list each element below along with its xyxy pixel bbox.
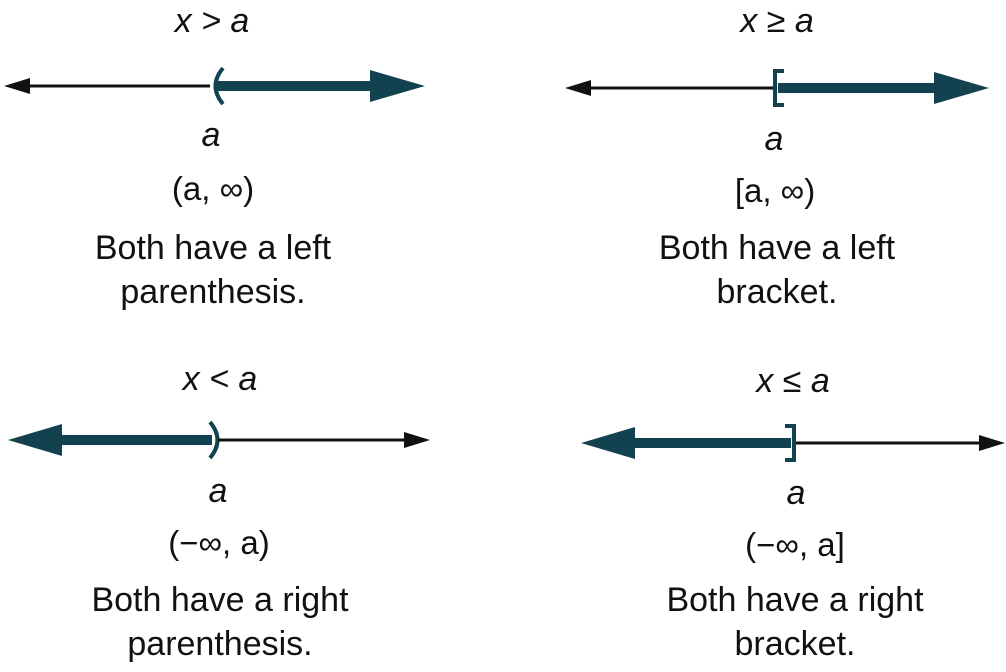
caption-line-2: bracket. [734, 625, 856, 663]
point-label: a [208, 472, 228, 510]
right-bracket [785, 424, 796, 462]
left-parenthesis [213, 66, 225, 106]
left-solution-arrowhead [8, 424, 62, 456]
point-label: a [201, 116, 221, 154]
point-label: a [764, 120, 784, 158]
caption-line-2: parenthesis. [120, 273, 306, 311]
right-solution-arrowhead [370, 70, 425, 102]
right-solution-arrowhead [934, 72, 989, 104]
inequality-label: x ≥ a [740, 2, 814, 40]
left-arrowhead [565, 80, 591, 96]
interval-notation: (−∞, a) [168, 524, 270, 561]
caption-line-2: bracket. [716, 273, 838, 311]
right-arrowhead [404, 432, 430, 448]
point-label: a [786, 474, 806, 512]
caption-line-1: Both have a right [666, 581, 924, 619]
left-arrowhead [4, 78, 30, 94]
panel-less-than: x < a a (−∞, a) Both have a right parent… [0, 336, 503, 672]
left-bracket [773, 69, 784, 107]
inequality-label: x ≤ a [756, 362, 830, 400]
left-solution-arrowhead [581, 427, 635, 459]
caption-line-1: Both have a right [91, 581, 349, 619]
inequality-label: x > a [174, 2, 250, 40]
caption-line-1: Both have a left [658, 229, 896, 267]
right-parenthesis [208, 420, 220, 460]
right-arrowhead [979, 435, 1005, 451]
panel-greater-than: x > a a (a, ∞) Both have a left parenthe… [0, 0, 503, 336]
interval-notation: (a, ∞) [171, 170, 255, 207]
caption-line-1: Both have a left [94, 229, 332, 267]
caption-line-2: parenthesis. [127, 625, 313, 663]
panel-less-or-equal: x ≤ a a (−∞, a] Both have a right bracke… [503, 336, 1006, 672]
panel-greater-or-equal: x ≥ a a [a, ∞) Both have a left bracket. [503, 0, 1006, 336]
interval-notation: [a, ∞) [734, 172, 816, 209]
interval-notation: (−∞, a] [745, 526, 845, 563]
inequality-label: x < a [182, 360, 258, 398]
